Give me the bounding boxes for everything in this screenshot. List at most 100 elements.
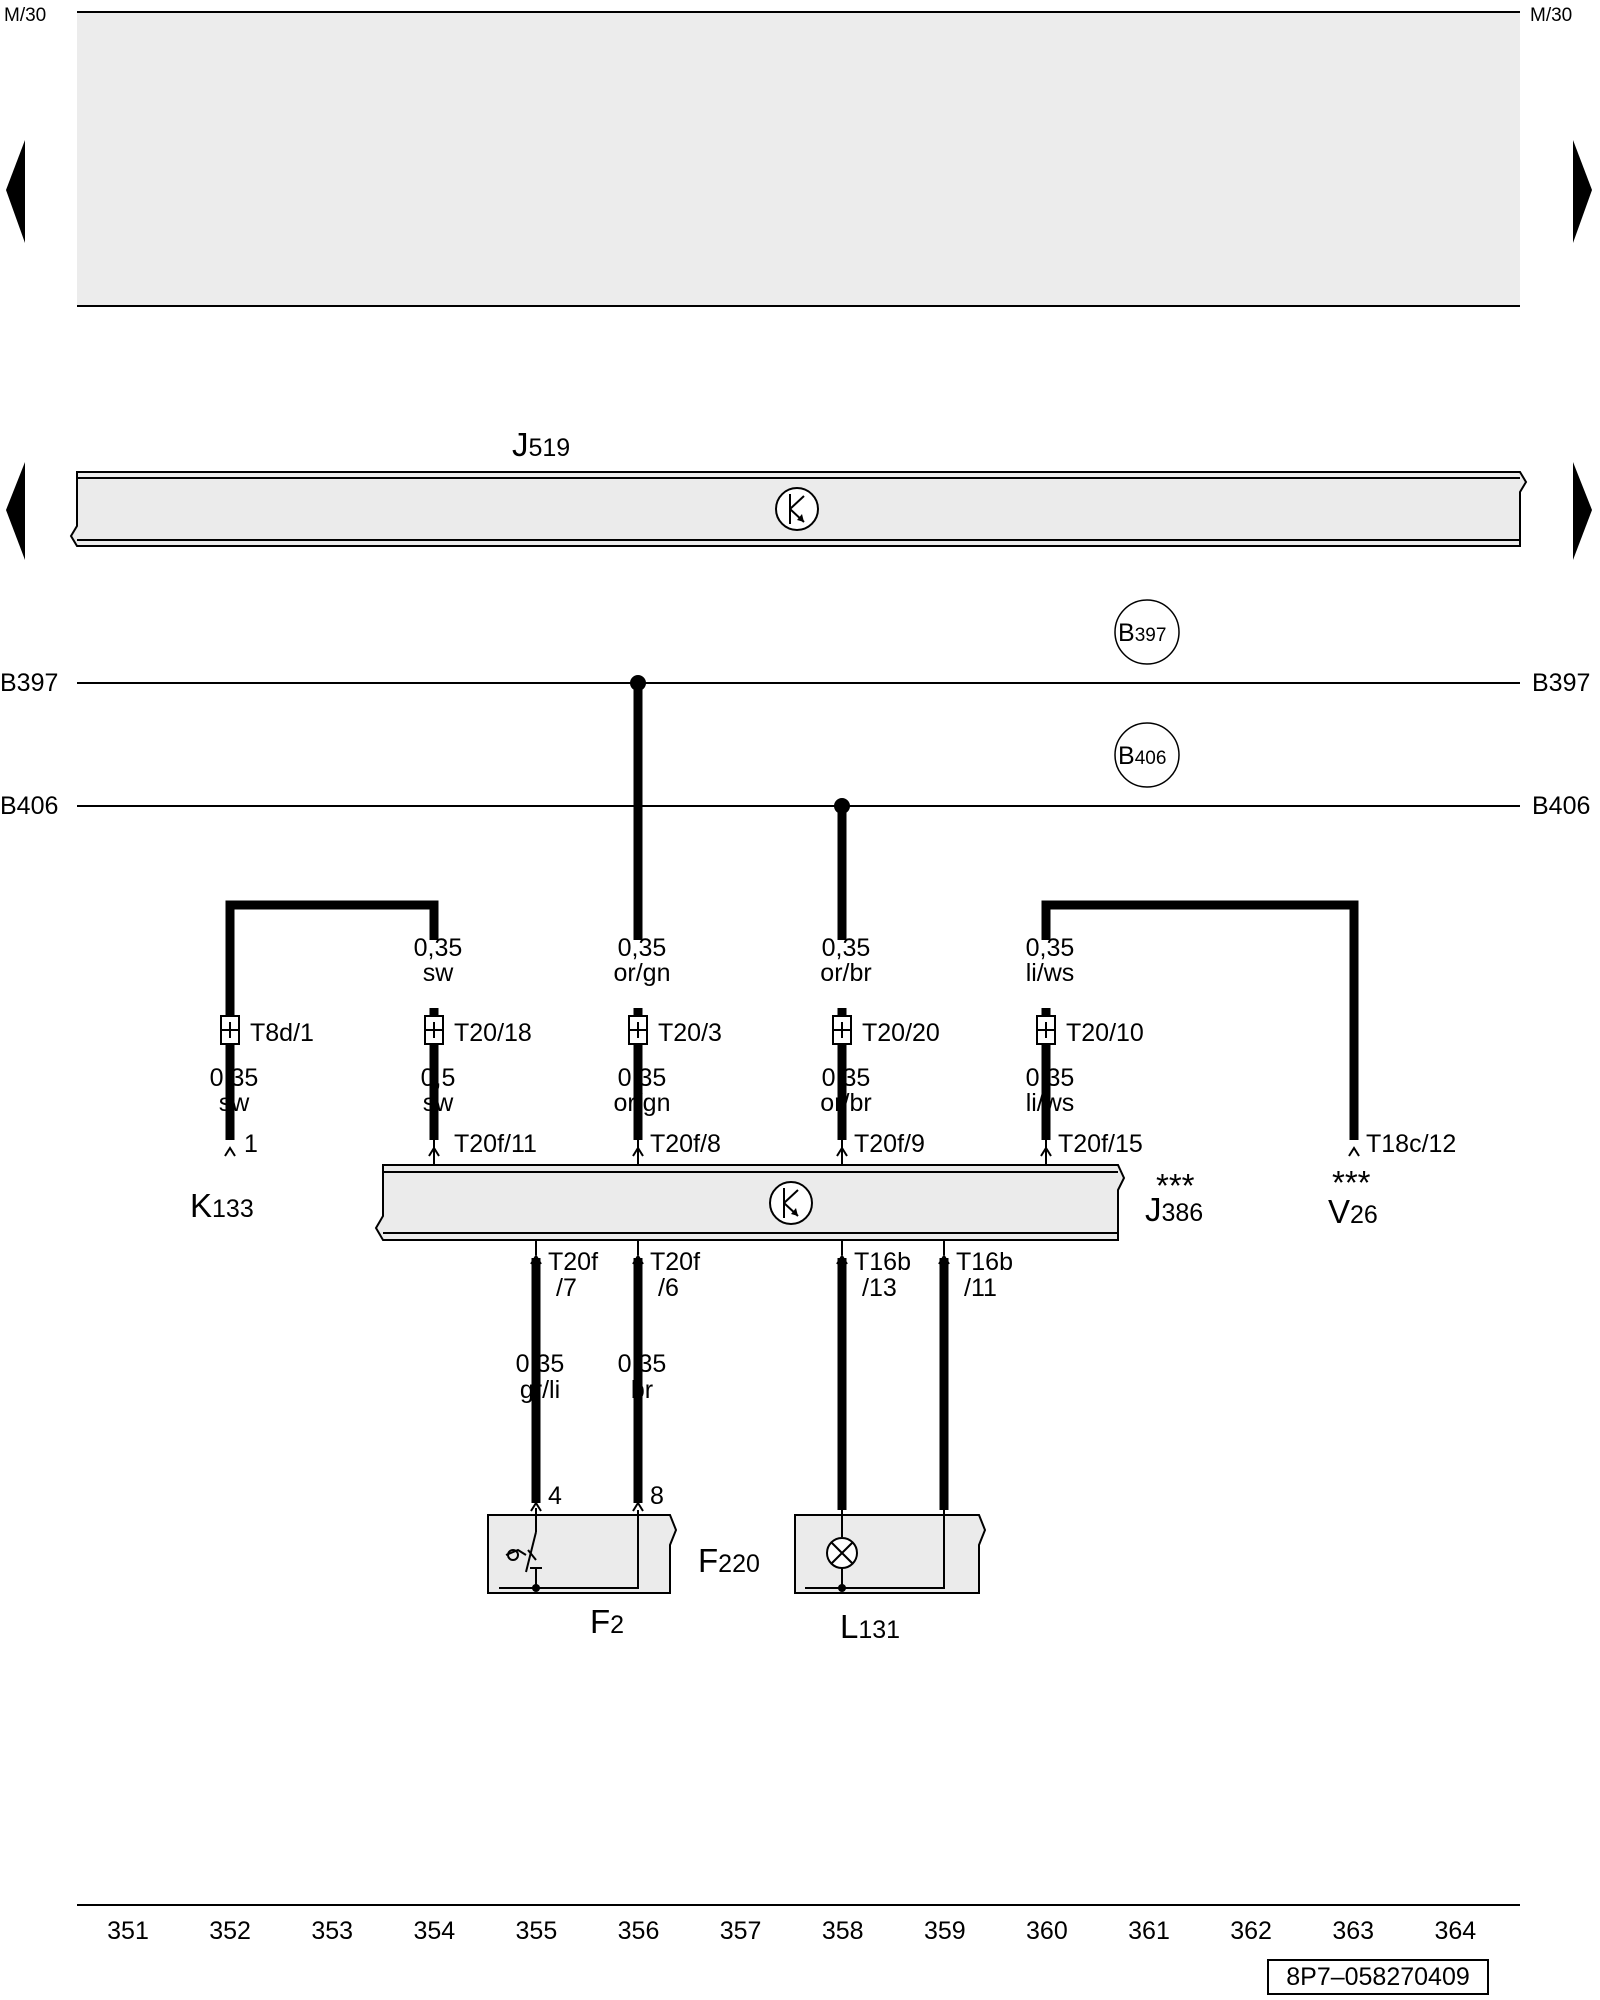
- p358-pin-a: T16b: [854, 1248, 911, 1276]
- b397-circle-marker: [1114, 599, 1180, 665]
- w360-connector: T20/10: [1066, 1019, 1144, 1047]
- w352-connector: T8d/1: [250, 1019, 314, 1047]
- connector-symbols: [220, 1015, 1056, 1045]
- w354-bottom-color: sw: [423, 1089, 455, 1117]
- v26-label: V26: [1328, 1193, 1378, 1230]
- b397-circle-label: B397: [1118, 619, 1166, 647]
- document-id: 8P7–058270409: [1267, 1959, 1489, 1995]
- lamp-icon: [826, 1537, 858, 1569]
- f220-label: F220: [698, 1542, 760, 1579]
- b397-circle-letter: B: [1118, 619, 1135, 647]
- j386-electronic-icon: [769, 1181, 813, 1225]
- column-number-362: 362: [1230, 1917, 1272, 1945]
- j386-box: [374, 1164, 1126, 1241]
- v26-pin-label: T18c/12: [1366, 1130, 1456, 1158]
- page-prev-arrow-icon[interactable]: [6, 140, 25, 243]
- v26-letter: V: [1328, 1193, 1350, 1230]
- l131-box: [794, 1514, 987, 1594]
- p355-pin-a: T20f: [548, 1248, 598, 1276]
- connector-t20-3-icon: [628, 1015, 648, 1045]
- w354-connector: T20/18: [454, 1019, 532, 1047]
- l131-sub: 131: [858, 1616, 900, 1644]
- w358-top-color: or/br: [820, 959, 871, 987]
- p358-pin-b: /13: [862, 1274, 897, 1302]
- w354-top-color: sw: [423, 959, 455, 987]
- j386-letter: J: [1145, 1191, 1162, 1228]
- wire-labels-358: 0,35 or/br T20/20 0,35 or/br T20f/9: [820, 934, 940, 1158]
- b397-junction-dot: [630, 675, 646, 691]
- j519-control-unit: J519: [6, 426, 1592, 560]
- w356-top-size: 0,35: [618, 934, 667, 962]
- connector-t20-10-icon: [1036, 1015, 1056, 1045]
- w358-pin: T20f/9: [854, 1130, 925, 1158]
- column-number-358: 358: [822, 1917, 864, 1945]
- page-next-arrow-icon[interactable]: [1573, 140, 1592, 243]
- p355-size: 0,35: [516, 1350, 565, 1378]
- b397-right-label: B397: [1532, 669, 1590, 697]
- wire-labels-360: 0,35 li/ws T20/10 0,35 li/ws T20f/15: [1026, 934, 1144, 1158]
- w356-connector: T20/3: [658, 1019, 722, 1047]
- j519-prev-arrow-icon[interactable]: [6, 462, 25, 560]
- l131-label: L131: [840, 1608, 900, 1645]
- column-number-363: 363: [1332, 1917, 1374, 1945]
- j519-sub: 519: [529, 434, 571, 462]
- k133-sub: 133: [212, 1195, 254, 1223]
- j519-next-arrow-icon[interactable]: [1573, 462, 1592, 560]
- w360-top-color: li/ws: [1026, 959, 1075, 987]
- pin-marks-upper: [224, 1140, 1360, 1170]
- f2-letter: F: [590, 1603, 610, 1640]
- j386-stars: ***: [1156, 1167, 1195, 1204]
- wire-labels-356: 0,35 or/gn T20/3 0,35 or/gn T20f/8: [614, 934, 722, 1158]
- w352-bottom-size: 0,35: [210, 1064, 259, 1092]
- p356-size: 0,35: [618, 1350, 667, 1378]
- header-panel: M/30 M/30: [4, 5, 1592, 307]
- p355-end-pin: 4: [548, 1482, 562, 1510]
- w360-top-size: 0,35: [1026, 934, 1075, 962]
- connector-t20-18-icon: [424, 1015, 444, 1045]
- w358-top-size: 0,35: [822, 934, 871, 962]
- w360-bottom-size: 0,35: [1026, 1064, 1075, 1092]
- column-number-353: 353: [311, 1917, 353, 1945]
- p356-pin-a: T20f: [650, 1248, 700, 1276]
- b406-circle-label: B406: [1118, 742, 1166, 770]
- w354-pin: T20f/11: [454, 1130, 537, 1158]
- header-left-label: M/30: [4, 5, 46, 26]
- bus-b406: B406 B406 B406: [0, 722, 1590, 820]
- v26-pin-mark: [1348, 1146, 1360, 1157]
- w358-connector: T20/20: [862, 1019, 940, 1047]
- b406-junction-dot: [834, 798, 850, 814]
- p359-pin-a: T16b: [956, 1248, 1013, 1276]
- k133-letter: K: [190, 1187, 212, 1224]
- w354-bottom-size: 0,5: [421, 1064, 456, 1092]
- b397-circle-sub: 397: [1135, 625, 1167, 646]
- wire-labels-352: 0,35 sw T8d/1 1: [210, 1019, 314, 1158]
- w360-bottom-color: li/ws: [1026, 1089, 1075, 1117]
- doc-id-box: [1267, 1959, 1489, 1995]
- p356-color: br: [631, 1376, 653, 1404]
- column-number-364: 364: [1434, 1917, 1476, 1945]
- j386-control-unit: *** J386: [374, 1164, 1204, 1241]
- column-number-352: 352: [209, 1917, 251, 1945]
- p356-end-pin: 8: [650, 1482, 664, 1510]
- w360-pin: T20f/15: [1058, 1130, 1143, 1158]
- v26-stars: ***: [1332, 1164, 1371, 1201]
- p356-pin-b: /6: [658, 1274, 679, 1302]
- column-number-356: 356: [618, 1917, 660, 1945]
- b406-circle-letter: B: [1118, 742, 1135, 770]
- column-number-361: 361: [1128, 1917, 1170, 1945]
- j519-electronic-icon: [775, 487, 819, 531]
- j386-sub: 386: [1162, 1199, 1204, 1227]
- b406-right-label: B406: [1532, 792, 1590, 820]
- lower-labels: T20f /7 0,35 gr/li 4 T20f /6 0,35 br 8 T…: [516, 1248, 1013, 1510]
- w352-pin: 1: [244, 1130, 258, 1158]
- column-number-354: 354: [413, 1917, 455, 1945]
- header-panel-fill: [77, 12, 1520, 306]
- b397-left-label: B397: [0, 669, 58, 697]
- p355-color: gr/li: [520, 1376, 560, 1404]
- wire-labels-354: 0,35 sw T20/18 0,5 sw T20f/11: [414, 934, 537, 1158]
- b406-circle-marker: [1114, 722, 1180, 788]
- l131-letter: L: [840, 1608, 858, 1645]
